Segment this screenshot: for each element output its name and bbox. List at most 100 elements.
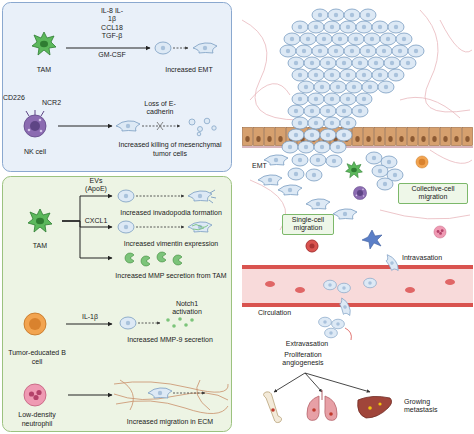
vimentin-cells (136, 227, 184, 228)
primary-tumor (388, 69, 404, 81)
primary-tumor (298, 141, 314, 153)
blood-vessel (384, 253, 401, 274)
killing-cells (198, 127, 203, 132)
metastasis-arrows (274, 373, 370, 392)
primary-tumor (284, 33, 300, 45)
primary-tumor (346, 81, 362, 93)
collective-cluster (377, 178, 393, 190)
bone-organ (264, 392, 282, 423)
cell-node: Increased migration in ECM (112, 378, 228, 426)
emt-cells (193, 43, 217, 53)
primary-tumor (320, 105, 336, 117)
blood-vessel (338, 283, 351, 293)
blood-vessel (242, 303, 473, 307)
primary-tumor (340, 21, 356, 33)
metastasis-arrows (274, 373, 305, 392)
killing-cells (142, 126, 180, 127)
primary-tumor (352, 57, 368, 69)
annotation-label: Loss of E-cadherin (138, 100, 182, 117)
primary-tumor (336, 129, 352, 141)
vimentin-cells (192, 225, 208, 230)
neutrophil-cell (24, 384, 46, 406)
mmp9-cells (178, 317, 182, 321)
emt-cells (155, 42, 171, 54)
primary-tumor (280, 9, 424, 181)
annotation-label: Extravasation (276, 340, 338, 348)
blood-vessel (295, 287, 305, 293)
primary-tumor (380, 33, 396, 45)
mmp9-cells (172, 324, 176, 328)
nk-cell (24, 110, 46, 137)
primary-tumor (356, 21, 372, 33)
primary-tumor (306, 169, 322, 181)
immune-cells (353, 186, 366, 199)
primary-tumor (376, 45, 392, 57)
blood-vessel (324, 280, 337, 290)
node-text: Low-density neutrophil (6, 411, 68, 428)
single-cells (306, 199, 330, 209)
node-text: TAM (33, 242, 47, 250)
panel-top (3, 3, 232, 172)
cell-node: Increased invadopodia formation (112, 185, 230, 217)
blood-vessel (242, 268, 473, 304)
ecm-migration (148, 388, 172, 398)
mmp-molecules (157, 252, 166, 262)
signal-arrow (66, 48, 150, 49)
emt-cells (155, 42, 217, 54)
cell-node: Increased vimentin expression (112, 218, 230, 248)
vimentin-cells (118, 221, 212, 233)
node-text: Increased migration in ECM (127, 418, 213, 426)
primary-tumor (316, 33, 332, 45)
blood-vessel (338, 283, 351, 293)
liver-organ (358, 396, 392, 418)
tam-cell (28, 209, 52, 232)
lung-organ (307, 390, 337, 420)
node-text: Increased vimentin expression (124, 240, 219, 248)
blood-vessel (364, 278, 377, 288)
blood-vessel (265, 281, 275, 287)
mmp9-cells (184, 323, 188, 327)
signal-label: CXCL1 (81, 217, 111, 225)
primary-tumor (304, 105, 320, 117)
node-text: Single-cell migration (285, 216, 331, 233)
killing-cells (204, 118, 210, 124)
primary-tumor (328, 45, 344, 57)
primary-tumor (348, 33, 364, 45)
epithelium (242, 127, 473, 146)
invadopodia-cells (136, 196, 184, 197)
signal-arrow (62, 221, 112, 258)
epithelium (242, 127, 473, 147)
annotation-label: Proliferation angiogenesis (272, 351, 334, 368)
primary-tumor (408, 45, 424, 57)
primary-tumor (396, 33, 412, 45)
killing-cells (116, 118, 216, 136)
annotation-label: Notch1 activation (166, 300, 208, 317)
killing-cells (212, 126, 216, 130)
primary-tumor (336, 57, 352, 69)
mmp-molecules (141, 256, 150, 266)
primary-tumor (360, 9, 376, 21)
signal-arrow (66, 324, 112, 325)
primary-tumor (362, 81, 378, 93)
lung-organ (307, 396, 319, 420)
cell-node: Increased killing of mesenchymal tumor c… (112, 108, 228, 158)
immune-cells (310, 244, 315, 249)
primary-tumor (324, 117, 340, 129)
blood-vessel (405, 287, 415, 293)
cell-node: Increased MMP secretion from TAM (112, 250, 230, 280)
panel-bottom (3, 177, 232, 432)
blood-vessel (242, 253, 473, 318)
primary-tumor (368, 57, 384, 69)
lung-organ (312, 408, 316, 412)
metastatic-cluster (332, 319, 345, 329)
emt-cells (264, 155, 288, 165)
emt-cells (173, 48, 188, 49)
collective-cluster (372, 165, 388, 177)
bone-organ (271, 408, 275, 412)
annotation-label: NCR2 (42, 99, 68, 107)
liver-organ (378, 402, 381, 405)
b-cell (24, 313, 46, 335)
panel-top (3, 3, 232, 172)
primary-tumor (332, 33, 348, 45)
annotation-label: Intravasation (402, 254, 464, 262)
